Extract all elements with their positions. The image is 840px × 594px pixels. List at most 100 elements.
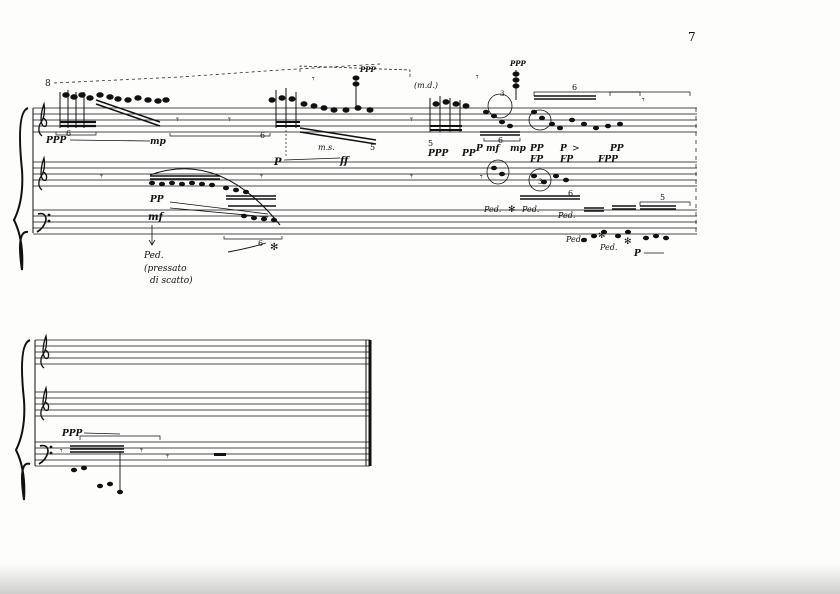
treble-clef-2 <box>38 155 48 191</box>
rest-sys2-1: 𝄾 <box>140 444 143 457</box>
dyn-p-mid: P <box>273 157 282 168</box>
whole-rest <box>214 453 226 456</box>
treble-clef-1 <box>38 101 48 137</box>
annotation-ms: m.s. <box>318 143 335 152</box>
pedal-4: Ped. <box>557 211 575 220</box>
dyn-ppp-top2: PPP <box>509 59 527 68</box>
tuplet-bracket-4 <box>533 91 641 96</box>
tuplet-6c: 6 <box>258 239 263 248</box>
page-number: 7 <box>688 30 696 44</box>
tuplet-6a: 6 <box>66 129 71 138</box>
dyn-fp-rh5: FP <box>529 155 543 165</box>
dyn-pp-lh: PP <box>149 195 164 205</box>
rh-cluster-1 <box>59 90 170 128</box>
pedal-release-1: ✻ <box>270 242 278 253</box>
rest-1: 𝄾 <box>176 113 179 126</box>
pedal-2: Ped. <box>483 205 501 214</box>
dyn-ff-mid: ff <box>339 156 350 167</box>
rest-rh-4: 𝄾 <box>642 95 645 106</box>
svg-text:>: > <box>572 144 580 154</box>
rest-lh-3: 𝄾 <box>410 170 413 183</box>
svg-text:✻: ✻ <box>508 205 516 215</box>
system-1: 8 6 PPP mp <box>12 59 697 286</box>
bass-clef-2 <box>38 444 49 465</box>
hairpin-1 <box>69 139 151 142</box>
tuplet-bracket-2 <box>169 133 271 137</box>
dyn-mf-lh: mf <box>148 212 165 223</box>
tuplet-5b: 5 <box>428 139 433 148</box>
tuplet-5a: 5 <box>370 143 375 152</box>
system-brace <box>12 107 29 271</box>
tuplet-5c: 5 <box>660 193 665 202</box>
pedal-5: Ped. <box>565 235 583 244</box>
rest-lh-1: 𝄾 <box>100 170 103 183</box>
lh-run-1 <box>148 168 281 226</box>
pedal-3: Ped. <box>521 205 539 214</box>
system-2: PPP 𝄾 𝄾 𝄾 <box>14 333 372 501</box>
svg-text:✻: ✻ <box>624 237 632 247</box>
dyn-ppp-sys2: PPP <box>61 429 83 439</box>
staff-3-lines <box>33 209 697 235</box>
pedal-slur <box>227 242 267 253</box>
scan-shadow <box>0 564 840 594</box>
pedal-note-1: (pressato <box>144 263 187 274</box>
dyn-pp-rh4: PP <box>529 144 544 154</box>
dyn-pp-rh7: PP <box>609 144 624 154</box>
pedal-note-2: di scatto) <box>150 275 193 286</box>
dyn-ppp-1: PPP <box>45 136 67 146</box>
tuplet-bracket-1 <box>55 132 97 136</box>
staff-2-2-lines <box>35 391 370 417</box>
pedal-6: Ped. <box>599 243 617 252</box>
dyn-mf-rh3: mf <box>486 144 502 154</box>
rh-cluster-3 <box>429 70 520 132</box>
dyn-fp-rh7: FP <box>559 155 573 165</box>
final-run <box>70 445 124 495</box>
system-2-brace <box>14 339 31 501</box>
rest-top-2: 𝄾 <box>476 72 479 83</box>
staff-2-1-lines <box>35 339 370 365</box>
dyn-mp-1: mp <box>150 137 167 147</box>
dyn-mp-rh3: mp <box>510 144 527 154</box>
treble-clef-3 <box>40 333 50 369</box>
dyn-ppp-top1: PPP <box>359 65 377 74</box>
dyn-p-bass: P <box>633 249 641 259</box>
dyn-fpp-rh6: FPP <box>597 155 618 165</box>
tuplet-3b: 3 <box>538 178 542 186</box>
dyn-ppp-rh2: PPP <box>427 149 449 159</box>
rh-cluster-2 <box>268 75 377 145</box>
dyn-p-rh3: P <box>475 144 483 154</box>
hairpin-lh-1 <box>169 201 269 215</box>
bass-clef <box>36 212 47 233</box>
tuplet-6b: 6 <box>260 131 265 140</box>
dyn-p-rh5: P <box>559 144 567 154</box>
tuplet-6e: 6 <box>498 136 503 145</box>
treble-clef-4 <box>40 385 50 421</box>
rest-sys2-0: 𝄾 <box>60 446 63 457</box>
hairpin-mid <box>283 157 341 161</box>
dyn-pp-rh2: PP <box>461 149 476 159</box>
staff-2-lines <box>33 161 697 187</box>
rest-lh-4: 𝄾 <box>480 172 483 183</box>
staff-2-3-lines <box>35 441 370 467</box>
tuplet-6d: 6 <box>572 83 577 92</box>
hairpin-lh-2 <box>169 207 269 218</box>
tuplet-3a: 3 <box>500 90 504 98</box>
svg-text:✻: ✻ <box>598 231 606 241</box>
octave-bracket-2 <box>299 65 411 78</box>
lh-group-4 <box>486 159 580 200</box>
octave-mark: 8 <box>45 79 51 89</box>
bass-runs <box>580 205 676 243</box>
pedal-1: Ped. <box>143 251 164 261</box>
annotation-md: (m.d.) <box>414 81 438 90</box>
rest-2: 𝄾 <box>228 113 231 126</box>
rh-group-4 <box>480 93 624 136</box>
tuplet-6f: 6 <box>568 189 573 198</box>
rest-sys2-2: 𝄾 <box>166 450 169 463</box>
staff-1-lines <box>33 107 697 133</box>
rest-mid-1: 𝄾 <box>312 74 315 85</box>
rest-rh-3: 𝄾 <box>410 113 413 126</box>
tuplet-bracket-3 <box>223 236 283 240</box>
rest-lh-2: 𝄾 <box>260 170 263 183</box>
